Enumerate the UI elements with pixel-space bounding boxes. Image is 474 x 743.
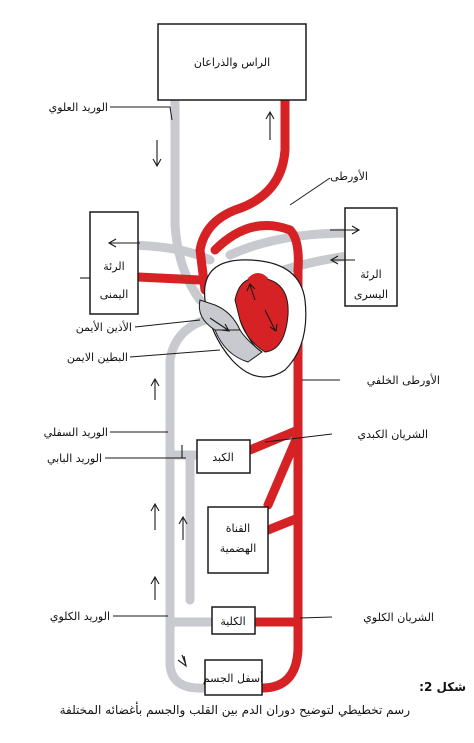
caption-figure-number: شكل 2: — [419, 680, 466, 694]
pulmonary-artery-left — [225, 228, 360, 260]
gut-box — [207, 506, 269, 574]
right-lung-label-2: اليمنى — [100, 288, 129, 301]
arrow-svc-down — [152, 140, 162, 168]
arrow-ivc-2 — [150, 502, 160, 530]
left-lung-label-2: اليسرى — [354, 288, 388, 301]
box-labels: الراس والذراعان الرئة اليمنى الرئة اليسر… — [100, 56, 388, 685]
arrow-ivc-1 — [150, 377, 160, 400]
left-atrium — [248, 273, 268, 291]
lower-body-box — [204, 659, 263, 696]
arrow-portal-up — [178, 515, 188, 540]
kidney-box — [211, 606, 256, 635]
leader-right-ventricle — [129, 349, 221, 358]
label-superior-vena-cava: الوريد العلوي — [49, 101, 108, 114]
septum — [239, 319, 263, 353]
label-aorta: الأورطى — [330, 169, 368, 183]
liver-box — [196, 439, 251, 474]
left-lung-label-1: الرئة — [360, 268, 381, 281]
arrow-heart-1 — [209, 317, 231, 332]
gut-artery-2 — [263, 513, 303, 535]
dorsal-aorta-vessel — [257, 265, 303, 693]
arrow-left-lung-in — [330, 225, 361, 235]
head-label: الراس والذراعان — [194, 56, 270, 69]
label-dorsal-aorta: الأورطى الخلفي — [367, 373, 440, 387]
hepatic-artery-vessel — [245, 425, 303, 455]
heart — [198, 259, 307, 378]
pulmonary-vein-right — [133, 272, 205, 285]
leader-right-atrium — [134, 319, 201, 328]
leader-aorta — [289, 177, 331, 206]
right-lung-label-1: الرئة — [103, 260, 124, 273]
label-inferior-vena-cava: الوريد السفلي — [44, 426, 108, 439]
arrow-ivc-3 — [150, 575, 160, 600]
superior-vena-cava-vessel — [170, 95, 205, 305]
organ-boxes — [89, 23, 398, 696]
arterial-vessels — [133, 95, 303, 693]
label-right-atrium: الأذين الأيمن — [76, 320, 132, 334]
vessel-labels: الوريد العلوي الأورطى الأذين الأيمن البط… — [44, 101, 440, 624]
right-lung-box — [89, 211, 139, 315]
arrow-left-lung-back — [329, 255, 355, 265]
arrow-carotid-up — [265, 110, 275, 140]
gut-artery-1 — [263, 430, 303, 510]
label-hepatic-artery: الشريان الكبدي — [358, 428, 428, 441]
liver-label: الكبد — [212, 451, 234, 464]
arrow-right-lung-out — [107, 238, 140, 248]
lower-body-label: أسفل الجسم — [203, 671, 263, 685]
leader-svc — [110, 106, 173, 121]
label-renal-vein: الوريد الكلوي — [50, 610, 110, 623]
label-right-ventricle: البطين الايمن — [67, 351, 128, 364]
head-box — [157, 23, 307, 101]
leader-hepatic-artery — [264, 433, 333, 443]
leader-lines — [105, 106, 340, 619]
left-lung-box — [344, 207, 398, 307]
leader-renal-artery — [299, 616, 333, 619]
flow-arrows — [80, 110, 361, 668]
arrow-lower-body — [177, 654, 187, 668]
inferior-vena-cava-vessel — [165, 315, 210, 693]
figure-caption: شكل 2: رسم تخطيطي لتوضيح دوران الدم بين … — [60, 680, 466, 718]
gut-label-2: الهضمية — [220, 542, 257, 555]
label-renal-artery: الشريان الكلوي — [363, 611, 434, 624]
label-portal-vein: الوريد البابي — [47, 452, 102, 465]
caption-text: رسم تخطيطي لتوضيح دوران الدم بين القلب و… — [60, 701, 411, 718]
arrow-heart-3 — [264, 309, 278, 332]
gut-label-1: القناة — [226, 522, 250, 535]
kidney-label: الكلية — [220, 615, 245, 628]
arrow-heart-2 — [246, 283, 256, 301]
carotid-vessel — [195, 95, 290, 295]
aortic-arch — [210, 221, 303, 275]
